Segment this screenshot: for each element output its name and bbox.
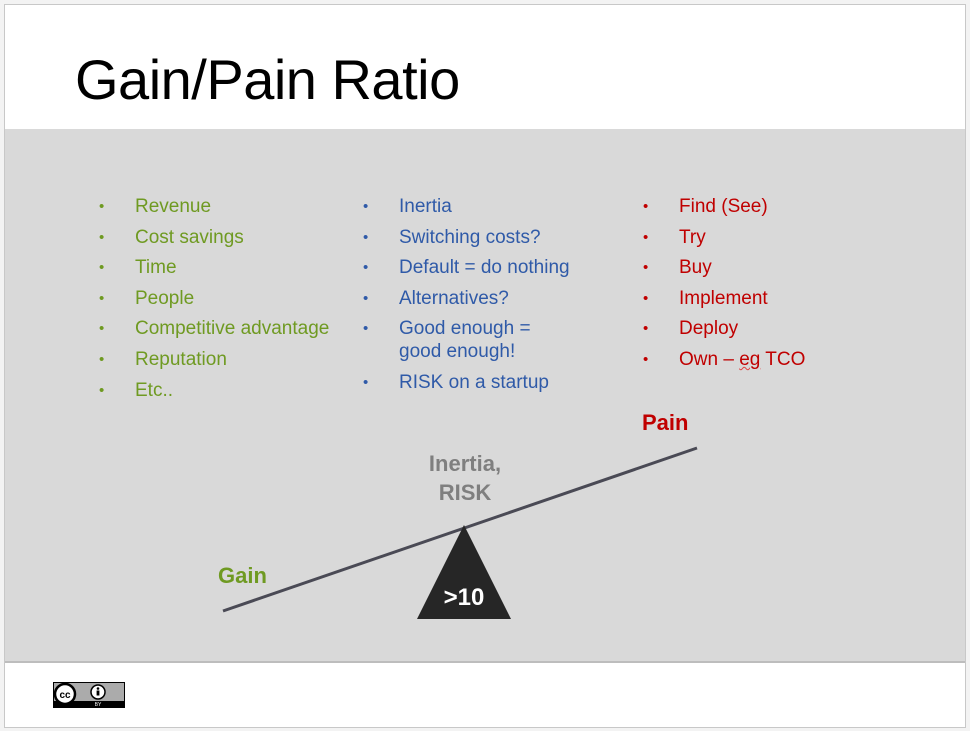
list-item: Reputation <box>99 348 369 371</box>
list-item: Good enough = good enough! <box>363 317 569 363</box>
fulcrum-triangle <box>417 525 511 619</box>
slide: Gain/Pain Ratio Revenue Cost savings Tim… <box>4 4 966 728</box>
list-item: Try <box>643 226 903 249</box>
slide-title: Gain/Pain Ratio <box>75 48 460 111</box>
list-item: People <box>99 287 369 310</box>
list-item: RISK on a startup <box>363 371 623 394</box>
list-item: Etc.. <box>99 379 369 402</box>
list-item: Switching costs? <box>363 226 623 249</box>
pain-list: Find (See) Try Buy Implement Deploy Own … <box>643 195 903 379</box>
own-prefix: Own – <box>679 348 740 370</box>
list-item: Competitive advantage <box>99 317 369 340</box>
cc-by-icon: cc BY <box>53 682 125 708</box>
list-item: Inertia <box>363 195 623 218</box>
list-item: Revenue <box>99 195 369 218</box>
fulcrum-label: >10 <box>444 584 485 611</box>
svg-text:BY: BY <box>95 702 102 707</box>
list-item: Default = do nothing <box>363 256 623 279</box>
svg-text:cc: cc <box>59 690 71 701</box>
list-item: Own – eg TCO <box>643 348 903 371</box>
list-item: Implement <box>643 287 903 310</box>
gain-list: Revenue Cost savings Time People Competi… <box>99 195 369 409</box>
balance-diagram: >10 <box>222 446 698 619</box>
list-item: Alternatives? <box>363 287 623 310</box>
inertia-list: Inertia Switching costs? Default = do no… <box>363 195 623 402</box>
band-divider <box>5 661 965 663</box>
inertia-label-line1: Inertia, <box>428 451 502 476</box>
gain-label: Gain <box>218 563 267 588</box>
list-item: Find (See) <box>643 195 903 218</box>
pain-label: Pain <box>642 410 689 435</box>
list-item: Cost savings <box>99 226 369 249</box>
lever-beam <box>222 446 698 613</box>
own-eg: eg <box>739 348 761 370</box>
inertia-risk-label: Inertia, RISK <box>405 449 525 507</box>
list-item: Deploy <box>643 317 903 340</box>
inertia-label-line2: RISK <box>438 480 492 505</box>
own-suffix: TCO <box>760 348 806 370</box>
list-item: Time <box>99 256 369 279</box>
list-item: Buy <box>643 256 903 279</box>
